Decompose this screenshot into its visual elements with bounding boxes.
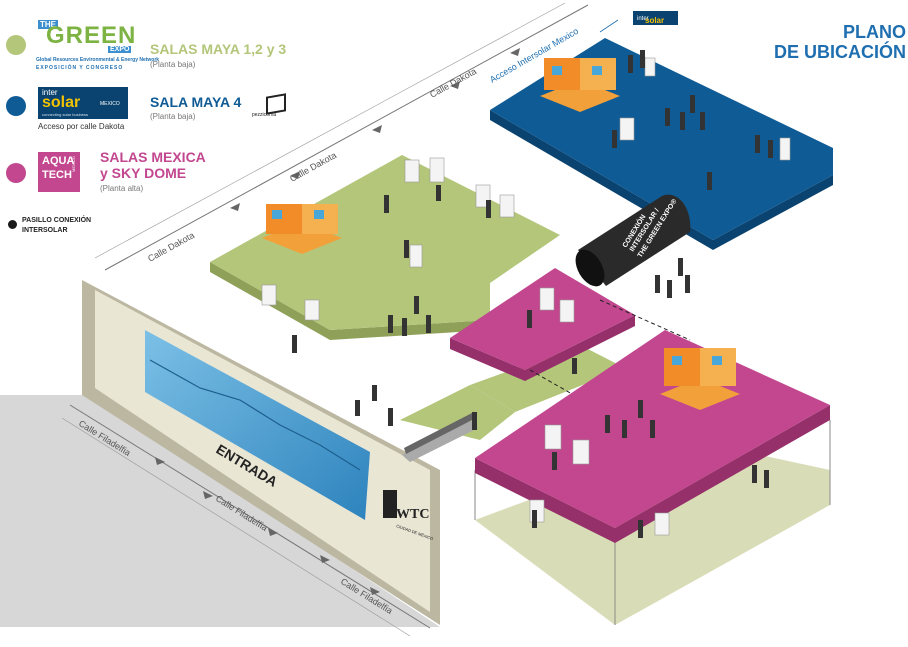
intersolar-logo: inter solar MEXICO connecting solar busi… [38,87,128,119]
street-filadelfia-line-inner [61,417,411,637]
skydome-lower-floor [475,440,830,625]
ground-area [0,395,440,627]
page-title-line1: PLANO [843,22,906,42]
legend-title-pink-1: SALAS MEXICA [100,149,206,165]
street-label-dakota-3: Calle Dakota [428,66,478,100]
svg-text:inter: inter [637,16,649,22]
intersolar-banner: inter solar [599,11,678,33]
legend-title-pink-2: y SKY DOME [100,165,187,181]
skydome-side [475,405,830,543]
escalator [402,413,478,462]
legend-title-green: SALAS MAYA 1,2 y 3 [150,41,287,57]
pink-small-floor [450,268,635,370]
hall-maya123-floor [210,155,560,330]
legend-dot-pasillo [8,220,17,229]
street-filadelfia-line [69,404,431,629]
legend-dot-pink [6,163,26,183]
legend-title-blue: SALA MAYA 4 [150,94,242,110]
booth-pink [660,348,740,410]
booth-blue [540,58,620,112]
legend-sub-pink: (Planta alta) [100,184,144,193]
page-title-line2: DE UBICACIÓN [773,42,906,62]
booth-green [262,204,342,254]
legend-access-blue: Acceso por calle Dakota [38,122,125,131]
pezzicorna-logo: pezzicorna [252,93,298,123]
people [292,50,773,538]
dakota-arrows [230,48,520,211]
legend-pasillo-line2: INTERSOLAR [22,227,68,234]
legend-sub-green: (Planta baja) [150,60,196,69]
legend-sub-blue: (Planta baja) [150,112,196,121]
street-dakota-line-inner [94,2,566,259]
entrance-glass [145,330,370,520]
tunnel-connection: CONEXIÓN INTERSOLAR / THE GREEN EXPO® [575,194,691,287]
legend-dot-green [6,35,26,55]
street-dakota-line [104,4,589,271]
green-expo-logo: THE GREEN EXPO Global Resources Environm… [36,20,160,71]
legend-dot-blue [6,96,26,116]
pink-small-side [450,315,635,381]
svg-text:solar: solar [645,16,664,25]
svg-text:WTC: WTC [396,507,429,522]
kiosks [261,57,791,536]
street-label-dakota-2: Calle Dakota [288,150,338,184]
street-label-dakota-1: Calle Dakota [146,230,196,264]
page-title: PLANO DE UBICACIÓN [774,22,906,62]
filadelfia-arrows [155,457,380,595]
legend-pasillo-line1: PASILLO CONEXIÓN [22,217,92,224]
green-walkway-lower [400,385,515,440]
pasillo-dashed-2 [599,299,691,341]
green-walkway [470,345,625,412]
aquatech-logo: AQUA TECH MEXICO [38,152,80,192]
